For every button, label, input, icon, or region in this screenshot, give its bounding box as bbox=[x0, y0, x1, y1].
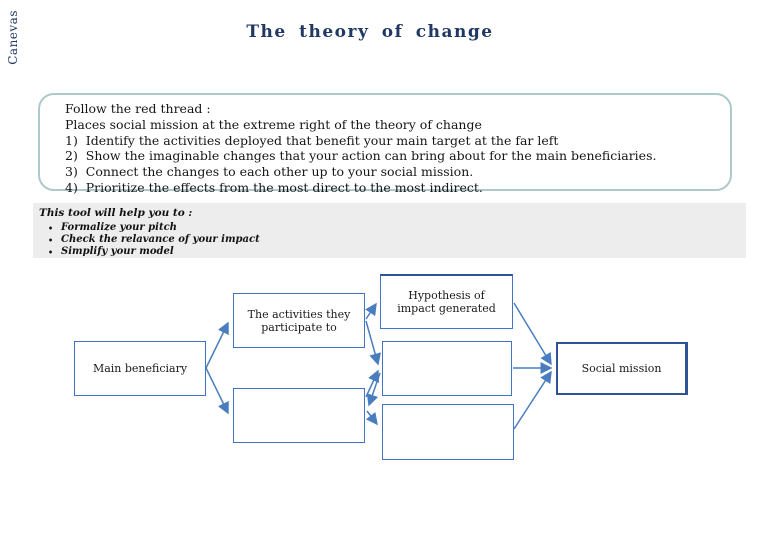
instructions-heading: Follow the red thread : bbox=[65, 101, 211, 116]
box-main-beneficiary: Main beneficiary bbox=[74, 341, 206, 396]
box-mid-change-empty bbox=[382, 341, 512, 396]
tool-help-item: Simplify your model bbox=[48, 246, 738, 257]
tool-help-band: This tool will help you to : Formalize y… bbox=[33, 203, 746, 258]
instruction-step: 2) Show the imaginable changes that your… bbox=[65, 148, 657, 164]
arrow-beneficiary-to-left-change bbox=[205, 367, 229, 415]
tool-help-item: Check the relavance of your impact bbox=[48, 234, 738, 245]
instruction-step: 1) Identify the activities deployed that… bbox=[65, 132, 559, 148]
arrow-hypothesis-to-social-mission bbox=[513, 302, 552, 366]
tool-help-list: Formalize your pitch Check the relavance… bbox=[39, 222, 738, 257]
arrow-activities-to-mid-change bbox=[365, 320, 381, 366]
arrow-activities-to-hypothesis bbox=[365, 302, 377, 320]
box-bottom-change-empty bbox=[382, 404, 514, 460]
arrow-bottom-change-to-social-mission bbox=[513, 370, 552, 430]
tool-help-intro: This tool will help you to : bbox=[39, 207, 193, 219]
arrow-beneficiary-to-activities bbox=[205, 321, 229, 369]
tool-help-item: Formalize your pitch bbox=[48, 222, 738, 233]
instructions-subheading: Places social mission at the extreme rig… bbox=[65, 116, 482, 132]
page-title: The theory of change bbox=[246, 22, 494, 42]
arrow-left-change-to-mid-change bbox=[365, 369, 380, 398]
arrow-left-change-to-bottom-change bbox=[365, 410, 378, 426]
instruction-step: 3) Connect the changes to each other up … bbox=[65, 164, 474, 180]
box-hypothesis-of-impact: Hypothesis of impact generated bbox=[380, 274, 513, 329]
box-left-change-empty bbox=[233, 388, 365, 443]
instruction-step: 4) Prioritize the effects from the most … bbox=[65, 179, 483, 195]
arrow-mid-change-to-left-change bbox=[366, 372, 381, 407]
box-activities: The activities they participate to bbox=[233, 293, 365, 348]
box-social-mission: Social mission bbox=[556, 342, 688, 395]
instructions-callout: Follow the red thread : Places social mi… bbox=[38, 93, 732, 195]
